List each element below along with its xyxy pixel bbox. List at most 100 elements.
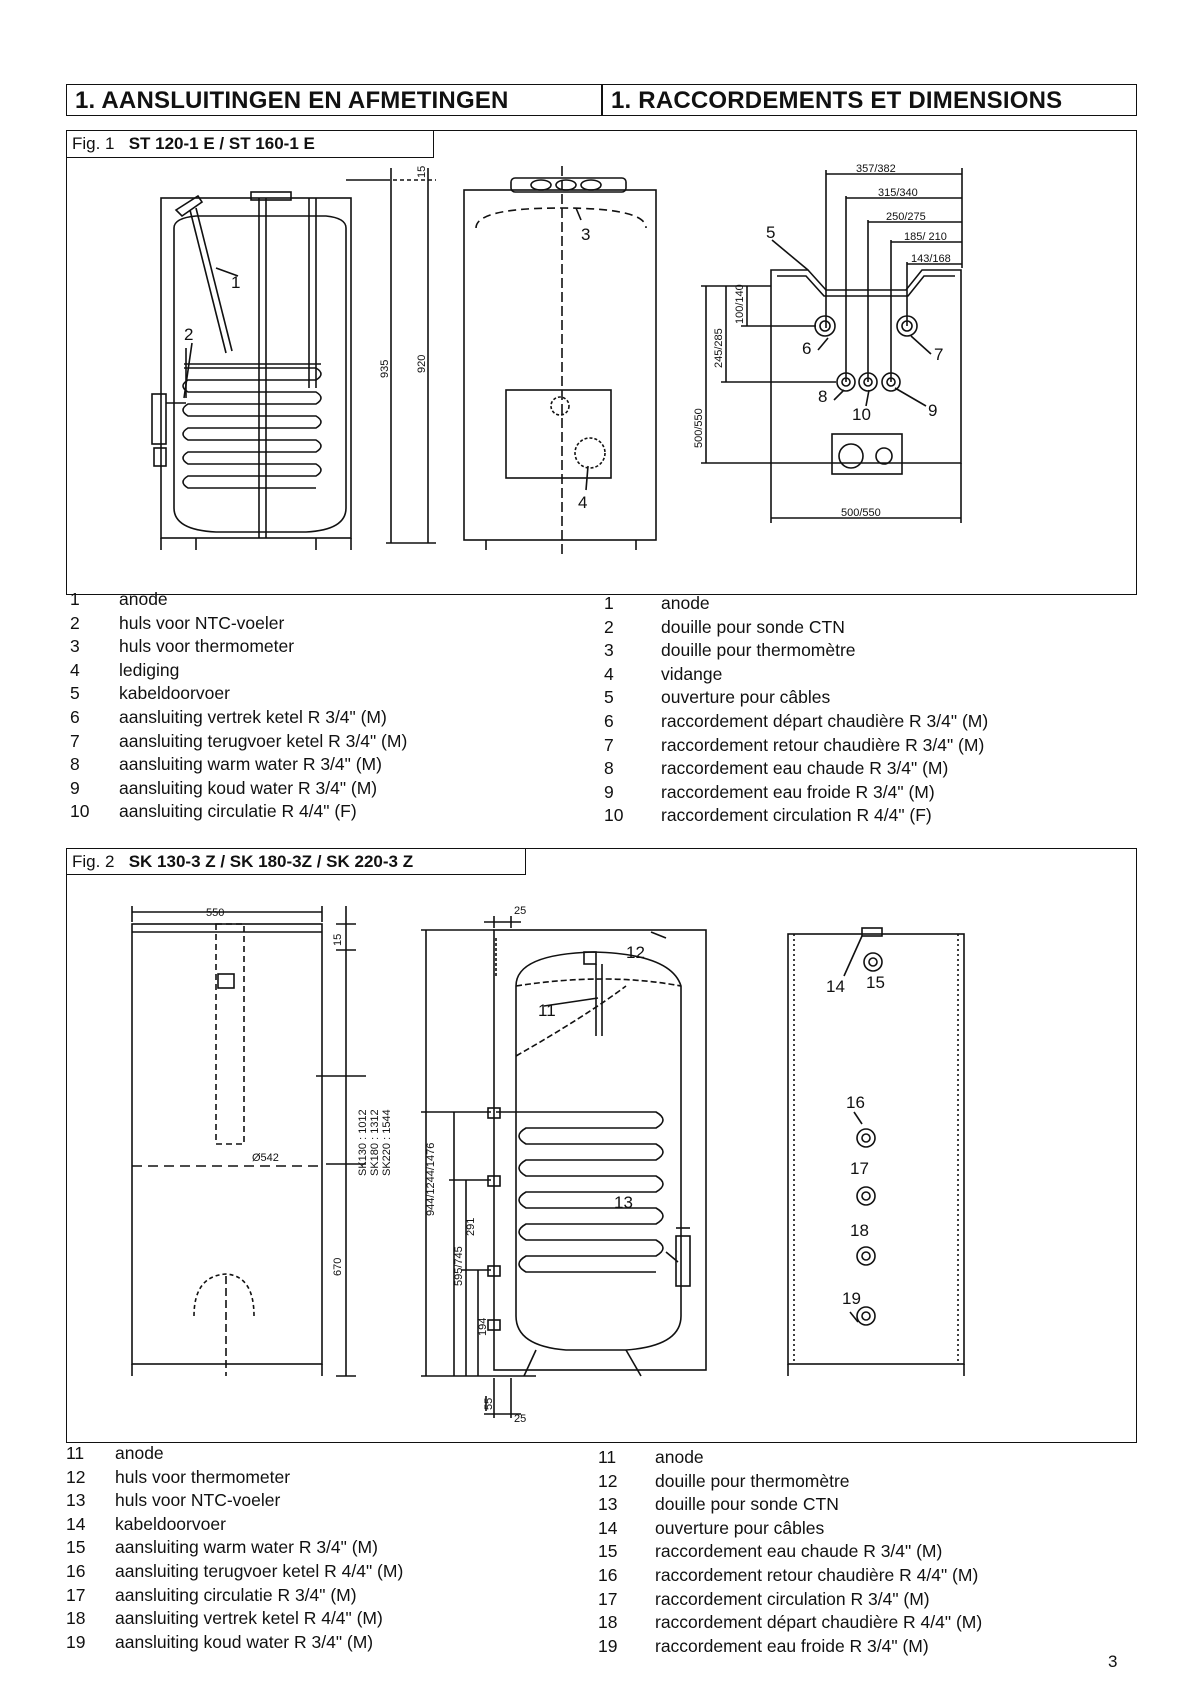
legend-text: huls voor thermometer bbox=[119, 636, 295, 657]
legend-text: anode bbox=[115, 1443, 164, 1463]
legend-text: aansluiting terugvoer ketel R 3/4" (M) bbox=[119, 730, 408, 751]
f1-dim-185: 185/ 210 bbox=[904, 231, 947, 243]
f1-dim-315: 315/340 bbox=[878, 187, 918, 199]
legend-item: 4 vidange bbox=[604, 663, 988, 687]
f1-dim-500-bottom: 500/550 bbox=[841, 507, 881, 519]
section-header: 1. AANSLUITINGEN EN AFMETINGEN 1. RACCOR… bbox=[66, 84, 1137, 116]
legend-number: 7 bbox=[604, 734, 614, 755]
legend-number: 13 bbox=[598, 1494, 618, 1515]
legend-text: kabeldoorvoer bbox=[119, 683, 230, 704]
legend-text: raccordement eau froide R 3/4" (M) bbox=[655, 1635, 929, 1656]
legend-number: 10 bbox=[70, 801, 90, 822]
legend-text: aansluiting circulatie R 3/4" (M) bbox=[115, 1584, 357, 1605]
f2-dim-944: 944/1244/1476 bbox=[425, 1143, 437, 1216]
legend-item: 7 aansluiting terugvoer ketel R 3/4" (M) bbox=[70, 730, 407, 754]
f1-callout-2: 2 bbox=[184, 325, 193, 344]
f2-callout-13: 13 bbox=[614, 1193, 633, 1212]
figure-2-frame bbox=[66, 848, 1137, 1443]
f2-callout-19: 19 bbox=[842, 1289, 861, 1308]
f1-dim-357: 357/382 bbox=[856, 163, 896, 175]
legend-number: 19 bbox=[66, 1631, 86, 1652]
legend-text: vidange bbox=[661, 663, 723, 684]
f2-rear-casing bbox=[787, 933, 965, 1365]
legend-number: 6 bbox=[70, 706, 80, 727]
legend-text: raccordement retour chaudière R 3/4" (M) bbox=[661, 734, 985, 755]
legend-text: lediging bbox=[119, 659, 180, 680]
f2-dim-595: 595/745 bbox=[453, 1246, 465, 1286]
figure-2-models: SK 130-3 Z / SK 180-3Z / SK 220-3 Z bbox=[128, 852, 414, 871]
legend-text: ouverture pour câbles bbox=[655, 1517, 825, 1538]
f1-callout-5: 5 bbox=[766, 223, 775, 242]
f2-callout-12: 12 bbox=[626, 943, 645, 962]
f2-dim-194: 194 bbox=[477, 1318, 489, 1336]
legend-text: aansluiting vertrek ketel R 3/4" (M) bbox=[119, 706, 387, 727]
legend-text: raccordement départ chaudière R 3/4" (M) bbox=[661, 710, 989, 731]
legend-number: 1 bbox=[604, 593, 614, 613]
f1-callout-6: 6 bbox=[802, 339, 811, 358]
legend-number: 4 bbox=[604, 663, 614, 684]
legend-text: douille pour sonde CTN bbox=[655, 1494, 839, 1515]
figure-1-models: ST 120-1 E / ST 160-1 E bbox=[128, 134, 315, 153]
legend-number: 11 bbox=[66, 1443, 85, 1463]
figure-1-title: Fig. 1 ST 120-1 E / ST 160-1 E bbox=[72, 134, 315, 154]
f2-dim-15: 15 bbox=[332, 934, 344, 946]
f2-dim-25-top: 25 bbox=[514, 905, 526, 917]
figure-2-title: Fig. 2 SK 130-3 Z / SK 180-3Z / SK 220-3… bbox=[72, 852, 413, 872]
legend-text: aansluiting warm water R 3/4" (M) bbox=[115, 1537, 378, 1558]
legend-text: raccordement retour chaudière R 4/4" (M) bbox=[655, 1564, 979, 1585]
legend-item: 4 lediging bbox=[70, 659, 407, 683]
legend-item: 12 douille pour thermomètre bbox=[598, 1470, 982, 1494]
f2-callout-16: 16 bbox=[846, 1093, 865, 1112]
legend-number: 3 bbox=[70, 636, 80, 657]
legend-text: aansluiting warm water R 3/4" (M) bbox=[119, 754, 382, 775]
legend-number: 2 bbox=[604, 616, 614, 637]
f1-dim-15: 15 bbox=[416, 166, 428, 178]
legend-item: 17 raccordement circulation R 3/4" (M) bbox=[598, 1588, 982, 1612]
f1-dim-935: 935 bbox=[379, 360, 391, 378]
legend-number: 17 bbox=[598, 1588, 618, 1609]
figure-2-title-box bbox=[66, 848, 526, 875]
legend-text: douille pour thermomètre bbox=[655, 1470, 850, 1491]
f1-callout-4: 4 bbox=[578, 493, 587, 512]
legend-text: raccordement eau chaude R 3/4" (M) bbox=[655, 1541, 943, 1562]
f1-connection-panel bbox=[770, 269, 962, 464]
f1-callout-8: 8 bbox=[818, 387, 827, 406]
legend-number: 2 bbox=[70, 612, 80, 633]
f1-callout-1: 1 bbox=[231, 273, 240, 292]
f1-callout-9: 9 bbox=[928, 401, 937, 420]
legend-number: 17 bbox=[66, 1584, 86, 1605]
f1-front-casing bbox=[463, 189, 657, 541]
legend-text: anode bbox=[119, 589, 168, 609]
legend-number: 13 bbox=[66, 1490, 86, 1511]
legend-number: 16 bbox=[66, 1560, 86, 1581]
f2-dim-291: 291 bbox=[465, 1218, 477, 1236]
f2-dim-sk180: SK180 : 1312 bbox=[369, 1109, 381, 1176]
f1-inner-tank bbox=[173, 215, 347, 533]
legend-item: 11 anode bbox=[66, 1442, 403, 1466]
legend-text: raccordement départ chaudière R 4/4" (M) bbox=[655, 1612, 983, 1633]
legend-number: 7 bbox=[70, 730, 80, 751]
legend-number: 4 bbox=[70, 659, 80, 680]
legend-number: 12 bbox=[598, 1470, 618, 1491]
legend-text: raccordement circulation R 3/4" (M) bbox=[655, 1588, 930, 1609]
f2-heating-coil bbox=[496, 1111, 664, 1273]
legend-item: 6 aansluiting vertrek ketel R 3/4" (M) bbox=[70, 706, 407, 730]
legend-number: 9 bbox=[70, 777, 80, 798]
f2-dim-55: 55 bbox=[483, 1398, 495, 1410]
